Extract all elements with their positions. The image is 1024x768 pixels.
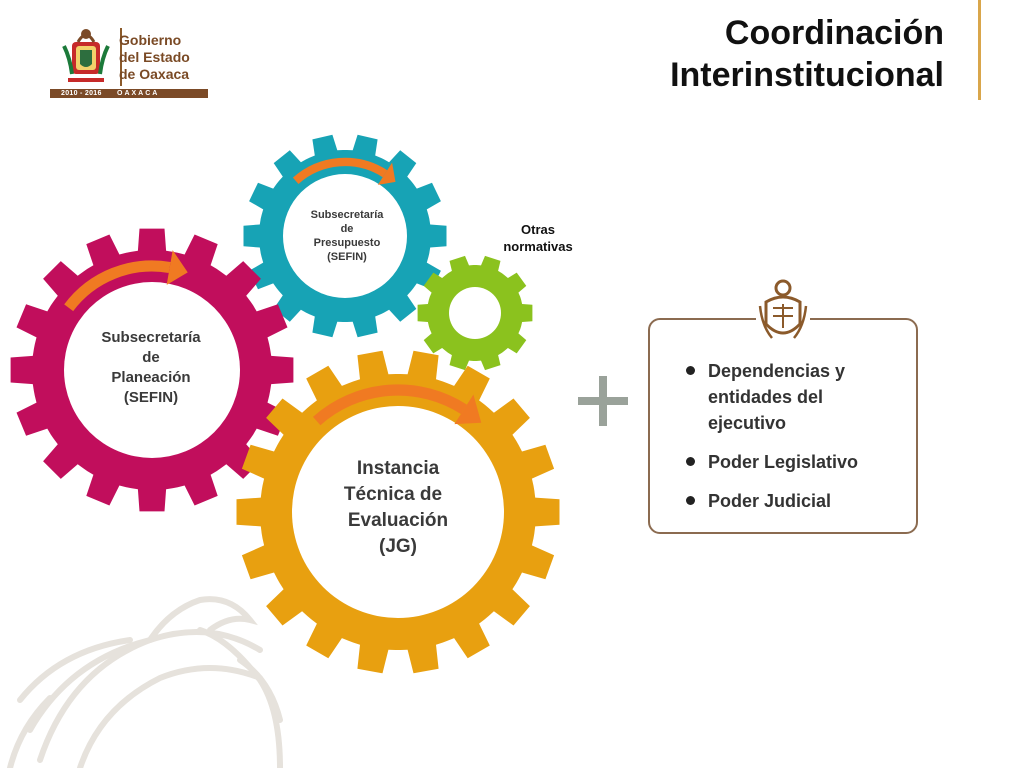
bullet-icon [686, 457, 695, 466]
eagle-watermark-icon [7, 596, 283, 768]
gear-otras-normativas [417, 255, 533, 371]
title-line-1: Coordinación [724, 14, 944, 52]
gear-subsecretaria-presupuesto [243, 134, 447, 338]
list-item: Poder Legislativo [662, 449, 902, 475]
logo-years: 2010 - 2016 [61, 90, 102, 97]
page-title: Coordinación Interinstitucional [670, 12, 944, 96]
government-logo: Gobierno del Estado de Oaxaca 2010 - 201… [50, 22, 210, 100]
other-label-line: normativas [503, 239, 573, 254]
gear-label-line: (JG) [379, 536, 417, 557]
gear-hole [64, 282, 240, 458]
gear-label-instancia: Instancia Técnica de Evaluación (JG) [318, 456, 478, 560]
title-line-2: Interinstitucional [670, 56, 944, 94]
gear-subsecretaria-planeacion [10, 228, 294, 512]
gear-label-planeacion: Subsecretaría de Planeación (SEFIN) [82, 328, 220, 408]
logo-text: Gobierno del Estado de Oaxaca [119, 32, 190, 83]
logo-state: OAXACA [117, 90, 160, 97]
rotation-arrow [64, 260, 171, 312]
gear-label-line: Presupuesto [313, 237, 381, 249]
gear-hole [449, 287, 501, 339]
logo-line-2: del Estado [119, 49, 190, 65]
rotation-arrow [312, 384, 467, 426]
oaxaca-coat-of-arms-icon [756, 276, 810, 346]
gear-hole [292, 406, 504, 618]
entities-list: Dependencias y entidades del ejecutivo P… [662, 358, 902, 527]
gear-label-line: Subsecretaría [101, 329, 201, 346]
gear-label-line: Instancia [356, 458, 440, 479]
list-item-text: Poder Legislativo [708, 452, 859, 472]
gear-label-line: de [142, 349, 160, 366]
gear-label-line: Subsecretaría [310, 209, 384, 221]
rotation-arrow [292, 157, 388, 185]
gear-label-line: (SEFIN) [327, 251, 367, 263]
bullet-icon [686, 496, 695, 505]
logo-separator [120, 28, 122, 86]
gear-label-line: de [340, 223, 354, 235]
rotation-arrow-head [377, 162, 396, 185]
other-label-line: Otras [521, 222, 555, 237]
list-item-text: Poder Judicial [708, 491, 832, 511]
rotation-arrow-head [454, 394, 482, 425]
gear-label-line: (SEFIN) [123, 389, 179, 406]
oaxaca-coat-of-arms-icon [62, 29, 110, 82]
logo-line-1: Gobierno [119, 32, 182, 48]
otras-normativas-label: Otras normativas [488, 221, 588, 255]
gear-label-line: Planeación [111, 369, 191, 386]
list-item: Dependencias y entidades del ejecutivo [662, 358, 902, 436]
logo-bar [50, 89, 208, 98]
plus-icon [574, 372, 632, 430]
gear-label-line: Evaluación [347, 510, 449, 531]
list-item: Poder Judicial [662, 488, 902, 514]
bullet-icon [686, 366, 695, 375]
gear-label-presupuesto: Subsecretaría de Presupuesto (SEFIN) [292, 208, 402, 264]
logo-line-3: de Oaxaca [119, 66, 190, 82]
title-accent-rule [978, 0, 981, 100]
gear-hole [283, 174, 407, 298]
gear-label-line: Técnica de [343, 484, 443, 505]
list-item-text: Dependencias y entidades del ejecutivo [708, 361, 846, 433]
rotation-arrow-head [166, 250, 188, 285]
gear-instancia-tecnica [236, 350, 560, 674]
